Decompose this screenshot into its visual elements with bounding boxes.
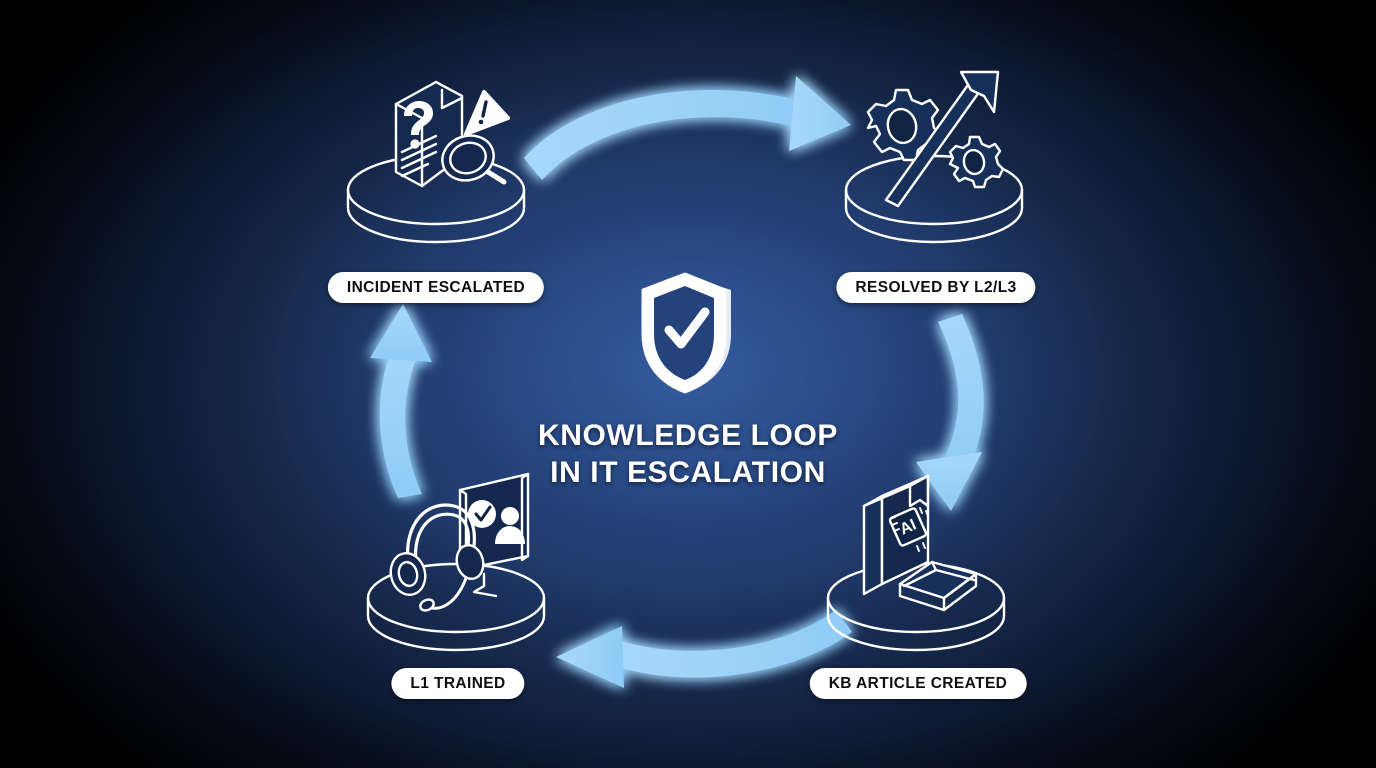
background-vignette: [0, 0, 1376, 768]
diagram-canvas: INCIDENT ESCALATED RESOLVED BY L2/L3: [0, 0, 1376, 768]
